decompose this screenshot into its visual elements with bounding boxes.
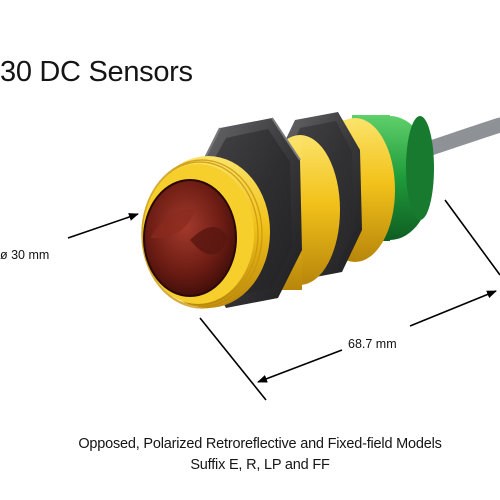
diameter-leader-arrow [67, 213, 139, 239]
sensor-lens [143, 179, 237, 297]
length-label: 68.7 mm [348, 337, 397, 351]
length-arrow-left [257, 349, 343, 383]
cable [417, 117, 500, 158]
caption-line-1: Opposed, Polarized Retroreflective and F… [78, 436, 442, 452]
diameter-label: ø 30 mm [0, 248, 50, 262]
page-title: 30 DC Sensors [0, 56, 193, 88]
length-arrow-right [409, 290, 497, 327]
caption-line-2: Suffix E, R, LP and FF [190, 457, 330, 473]
length-extension-left [199, 317, 267, 401]
length-extension-right [444, 199, 500, 276]
